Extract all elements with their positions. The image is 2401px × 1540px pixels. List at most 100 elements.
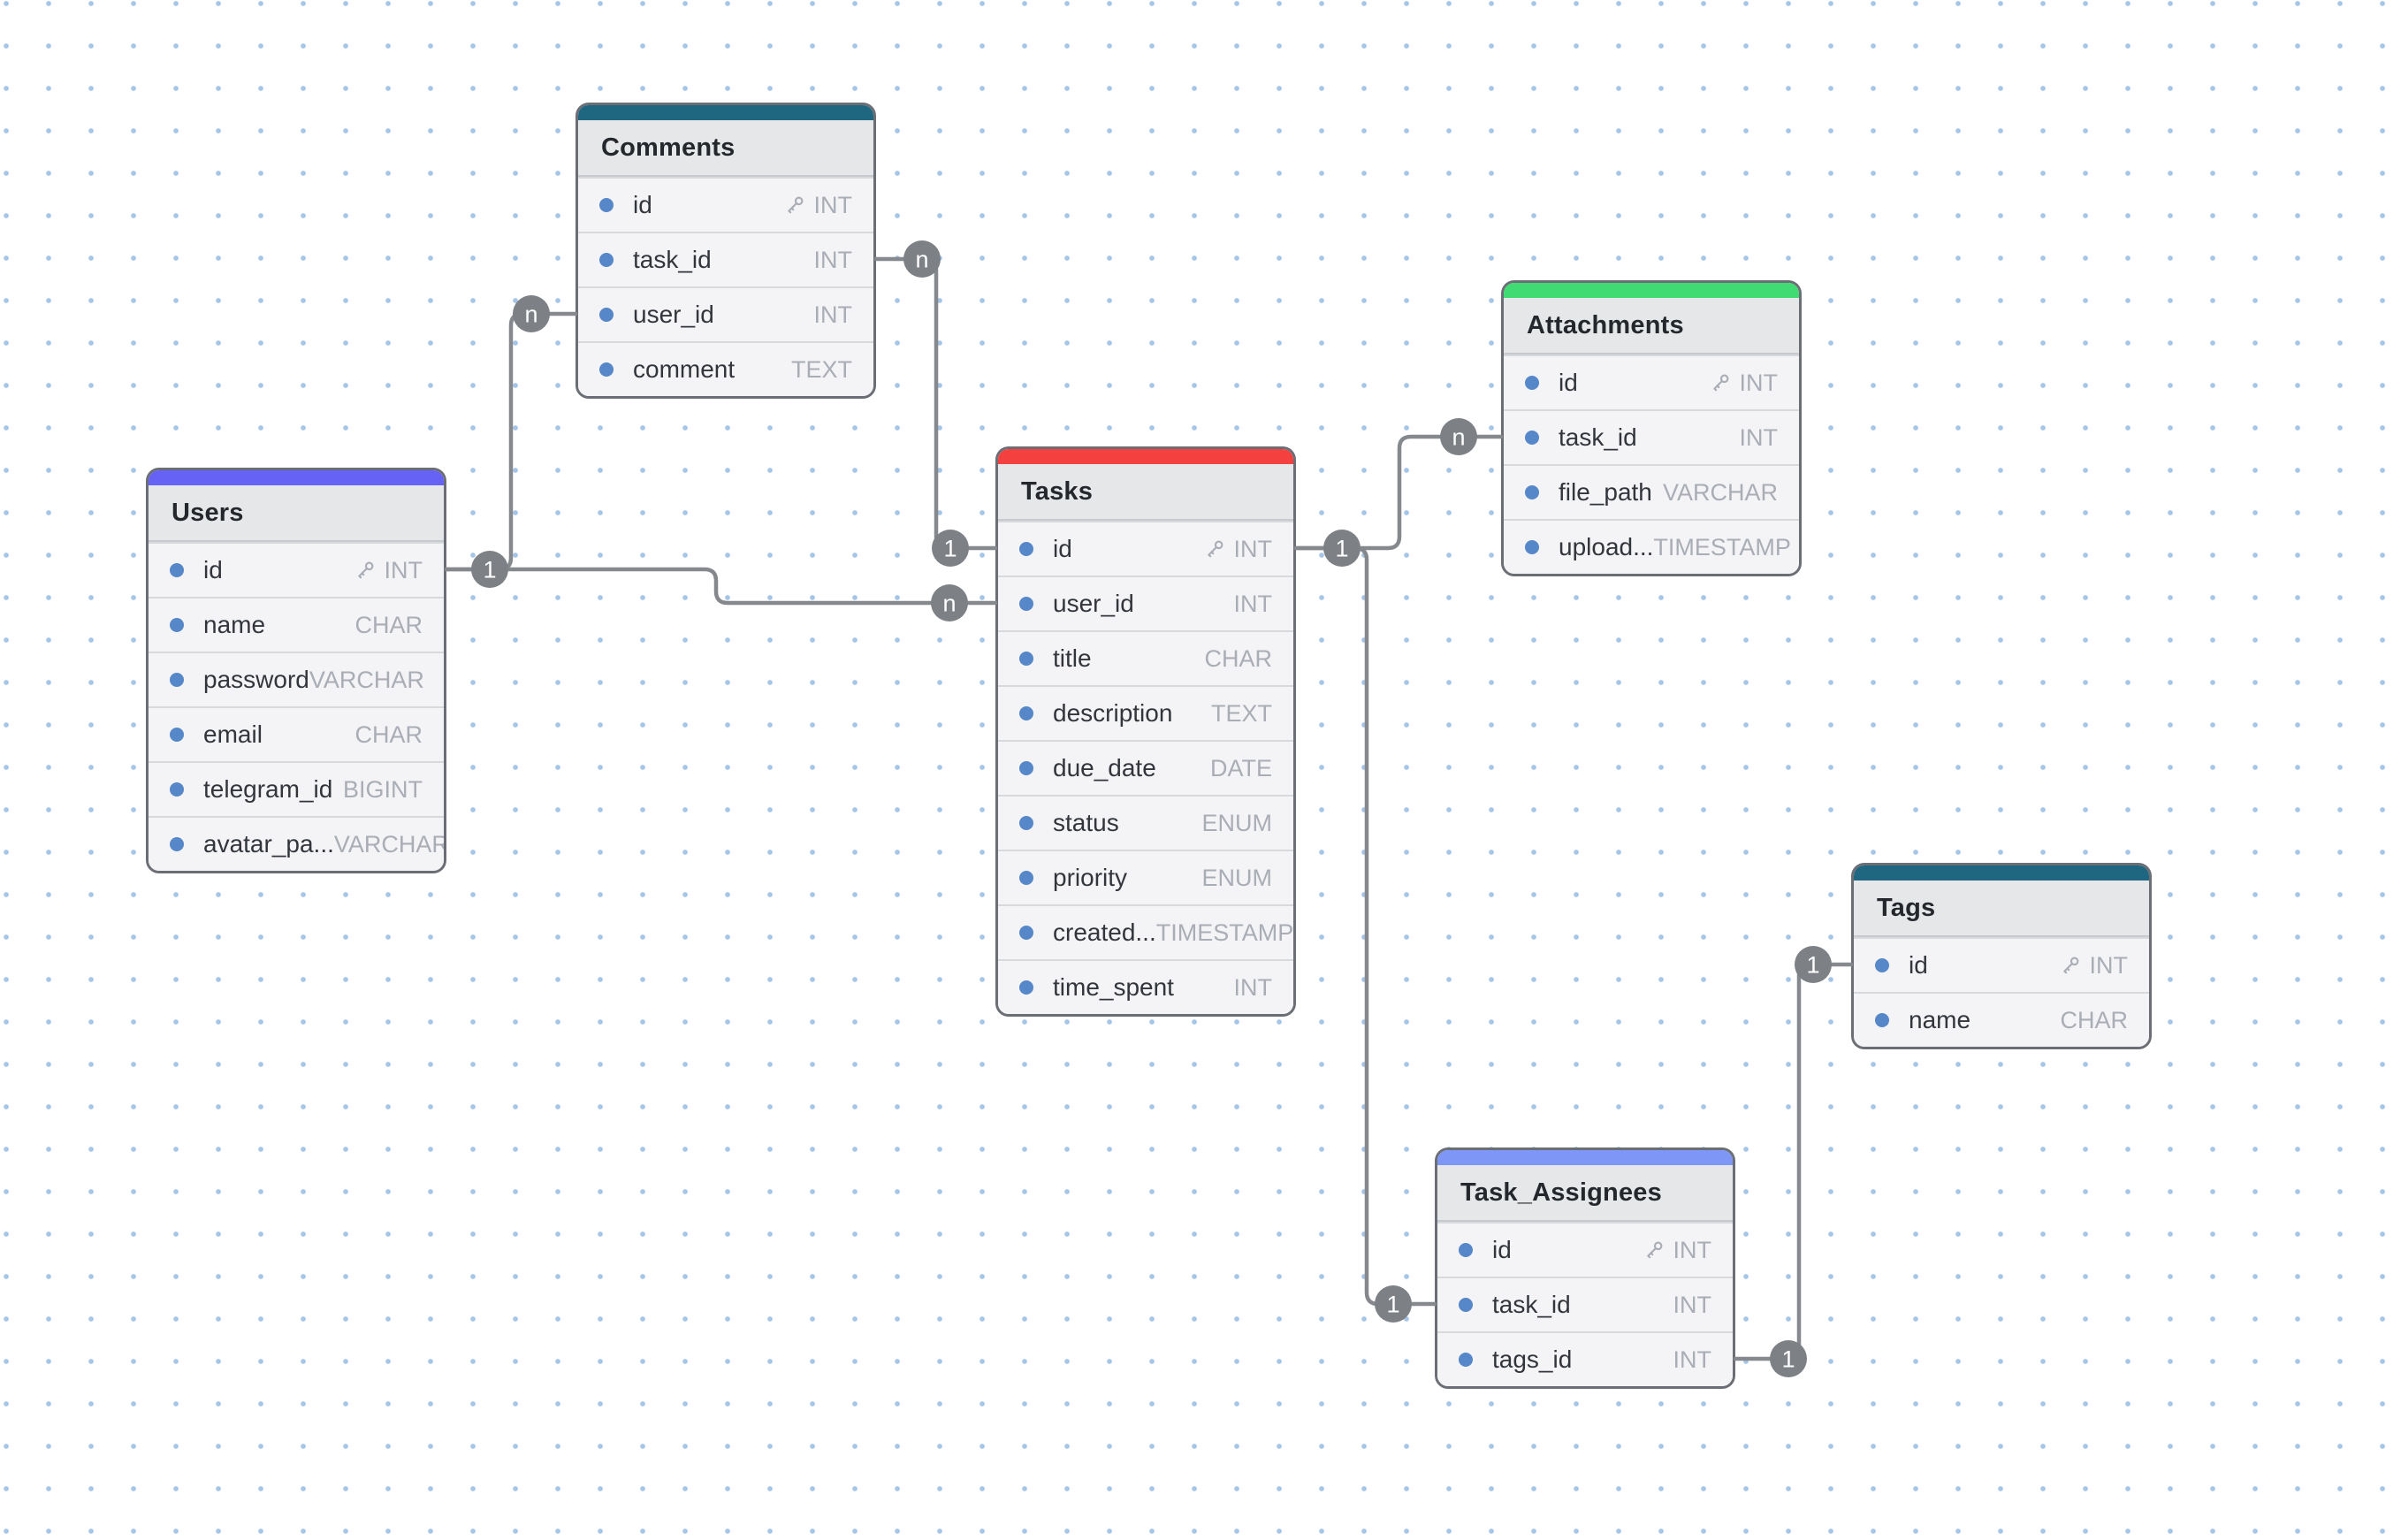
table-title: Task_Assignees bbox=[1437, 1165, 1733, 1222]
field-type: INT bbox=[1673, 1291, 1712, 1318]
field-name: status bbox=[1053, 809, 1119, 836]
table-header-bar bbox=[1437, 1150, 1733, 1165]
relationship-line[interactable] bbox=[1733, 962, 1854, 1361]
field-type: INT bbox=[1233, 535, 1273, 562]
field-connection-handle[interactable] bbox=[170, 782, 184, 797]
field-name: task_id bbox=[1492, 1291, 1571, 1318]
field-connection-handle[interactable] bbox=[1525, 431, 1539, 445]
field-type: INT bbox=[2089, 951, 2129, 979]
field-name: comment bbox=[633, 355, 736, 383]
field-connection-handle[interactable] bbox=[599, 308, 614, 322]
relationship-line[interactable] bbox=[444, 567, 998, 606]
field-connection-handle[interactable] bbox=[1459, 1298, 1473, 1312]
field-type: CHAR bbox=[354, 611, 423, 638]
field-type: VARCHAR bbox=[1662, 478, 1778, 506]
field-type: VARCHAR bbox=[309, 666, 424, 693]
field-type: INT bbox=[1673, 1236, 1712, 1263]
field-name: user_id bbox=[633, 301, 714, 328]
field-connection-handle[interactable] bbox=[170, 728, 184, 742]
table-field-row: priority ENUM bbox=[998, 850, 1293, 904]
field-type: INT bbox=[384, 556, 423, 583]
field-type: CHAR bbox=[2060, 1006, 2128, 1033]
field-connection-handle[interactable] bbox=[1875, 1013, 1889, 1027]
field-connection-handle[interactable] bbox=[1019, 706, 1033, 720]
field-name: task_id bbox=[1559, 423, 1637, 451]
relationship-line[interactable] bbox=[1293, 545, 1437, 1307]
field-type: INT bbox=[1233, 973, 1273, 1001]
field-connection-handle[interactable] bbox=[170, 837, 184, 851]
field-connection-handle[interactable] bbox=[1019, 816, 1033, 830]
field-connection-handle[interactable] bbox=[1019, 652, 1033, 666]
relationship-line[interactable] bbox=[1293, 434, 1504, 551]
field-connection-handle[interactable] bbox=[1525, 376, 1539, 390]
primary-key-icon bbox=[1202, 537, 1226, 561]
field-name: avatar_pa... bbox=[203, 830, 334, 858]
field-connection-handle[interactable] bbox=[1459, 1243, 1473, 1257]
table-title: Comments bbox=[578, 120, 873, 177]
field-type: ENUM bbox=[1201, 809, 1273, 836]
field-connection-handle[interactable] bbox=[1019, 980, 1033, 995]
field-connection-handle[interactable] bbox=[599, 253, 614, 267]
field-name: name bbox=[1909, 1006, 1971, 1033]
field-type: DATE bbox=[1209, 754, 1272, 781]
field-name: upload... bbox=[1559, 533, 1654, 560]
field-name: title bbox=[1053, 644, 1092, 672]
field-type: BIGINT bbox=[342, 775, 423, 803]
field-connection-handle[interactable] bbox=[1019, 871, 1033, 885]
table-field-row: created...TIMESTAMP bbox=[998, 904, 1293, 959]
field-type: TEXT bbox=[1210, 699, 1272, 727]
field-name: id bbox=[1053, 535, 1072, 562]
field-connection-handle[interactable] bbox=[1875, 958, 1889, 972]
field-connection-handle[interactable] bbox=[170, 563, 184, 577]
field-type: INT bbox=[1673, 1346, 1712, 1373]
table-header-bar bbox=[998, 449, 1293, 464]
table-field-row: upload...TIMESTAMP bbox=[1504, 519, 1799, 574]
field-type: CHAR bbox=[354, 720, 423, 748]
field-type: ENUM bbox=[1201, 864, 1273, 891]
field-connection-handle[interactable] bbox=[1019, 761, 1033, 775]
field-connection-handle[interactable] bbox=[599, 198, 614, 212]
table-field-row: telegram_id BIGINT bbox=[149, 761, 444, 816]
table-title: Users bbox=[149, 485, 444, 542]
relationship-line[interactable] bbox=[444, 311, 578, 572]
field-connection-handle[interactable] bbox=[1525, 485, 1539, 499]
field-connection-handle[interactable] bbox=[1459, 1353, 1473, 1367]
field-type: TIMESTAMP bbox=[1155, 919, 1294, 946]
table-field-row: time_spent INT bbox=[998, 959, 1293, 1014]
field-name: id bbox=[1559, 369, 1578, 396]
field-name: priority bbox=[1053, 864, 1128, 891]
table-field-row: task_id INT bbox=[1437, 1277, 1733, 1331]
field-connection-handle[interactable] bbox=[170, 618, 184, 632]
relationship-line[interactable] bbox=[873, 256, 998, 551]
field-connection-handle[interactable] bbox=[1525, 540, 1539, 554]
field-name: telegram_id bbox=[203, 775, 333, 803]
table-title: Tasks bbox=[998, 464, 1293, 521]
table-header-bar bbox=[1854, 865, 2149, 881]
field-name: password bbox=[203, 666, 309, 693]
field-name: task_id bbox=[633, 246, 712, 273]
field-connection-handle[interactable] bbox=[1019, 597, 1033, 611]
primary-key-icon bbox=[353, 559, 377, 583]
field-connection-handle[interactable] bbox=[170, 673, 184, 687]
field-connection-handle[interactable] bbox=[599, 362, 614, 377]
field-name: time_spent bbox=[1053, 973, 1174, 1001]
field-connection-handle[interactable] bbox=[1019, 542, 1033, 556]
field-connection-handle[interactable] bbox=[1019, 926, 1033, 940]
